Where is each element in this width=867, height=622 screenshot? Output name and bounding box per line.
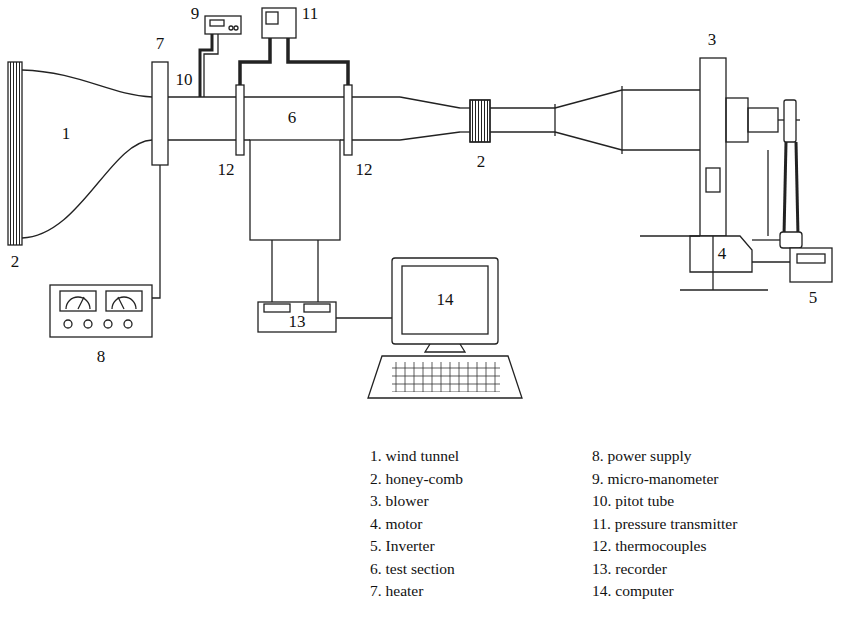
- part-list-item: 10. pitot tube: [592, 492, 674, 509]
- callout-number: 3: [708, 31, 717, 50]
- part-list-item: 13. recorder: [592, 560, 667, 577]
- callout-number: 8: [97, 348, 106, 367]
- part-list-item: 5. Inverter: [370, 537, 435, 554]
- keyboard: [368, 356, 522, 398]
- bellmouth-bottom: [22, 140, 152, 238]
- motor: [690, 236, 752, 272]
- pulley: [784, 100, 796, 142]
- part-list-item: 7. heater: [370, 582, 423, 599]
- thermocouple: [344, 85, 352, 155]
- callout-number: 2: [477, 153, 486, 172]
- callout-number: 14: [437, 291, 454, 310]
- blower: [700, 58, 726, 236]
- callout-number: 5: [809, 289, 818, 308]
- pressure-transmitter: [262, 8, 296, 38]
- heater: [152, 62, 168, 165]
- recorder: [258, 302, 336, 332]
- part-list-item: 2. honey-comb: [370, 470, 463, 487]
- power-supply: [50, 285, 152, 337]
- callout-number: 13: [289, 313, 306, 332]
- part-list-item: 12. thermocouples: [592, 537, 707, 554]
- callout-number: 12: [218, 161, 235, 180]
- part-list-item: 4. motor: [370, 515, 423, 532]
- honeycomb: [470, 100, 490, 142]
- callout-number: 9: [191, 5, 200, 24]
- pitot-tube: [200, 34, 212, 97]
- callout-number: 11: [302, 5, 318, 24]
- part-list-item: 14. computer: [592, 582, 674, 599]
- part-list-item: 8. power supply: [592, 447, 691, 464]
- callout-number: 1: [62, 125, 71, 144]
- test-chamber: [250, 140, 340, 240]
- callout-number: 6: [288, 109, 297, 128]
- callout-number: 4: [718, 245, 727, 264]
- monitor: [392, 258, 498, 344]
- part-list-item: 9. micro-manometer: [592, 470, 719, 487]
- part-list-item: 6. test section: [370, 560, 455, 577]
- callout-number: 7: [156, 35, 165, 54]
- part-list-item: 11. pressure transmitter: [592, 515, 737, 532]
- thermocouple: [236, 85, 244, 155]
- inverter: [790, 248, 832, 282]
- callout-number: 12: [356, 161, 373, 180]
- part-list-item: 1. wind tunnel: [370, 447, 459, 464]
- part-list-item: 3. blower: [370, 492, 429, 509]
- honeycomb: [8, 62, 22, 245]
- micro-manometer: [205, 16, 241, 34]
- callout-number: 2: [11, 253, 20, 272]
- bellmouth-top: [22, 70, 152, 97]
- callout-number: 10: [176, 71, 193, 90]
